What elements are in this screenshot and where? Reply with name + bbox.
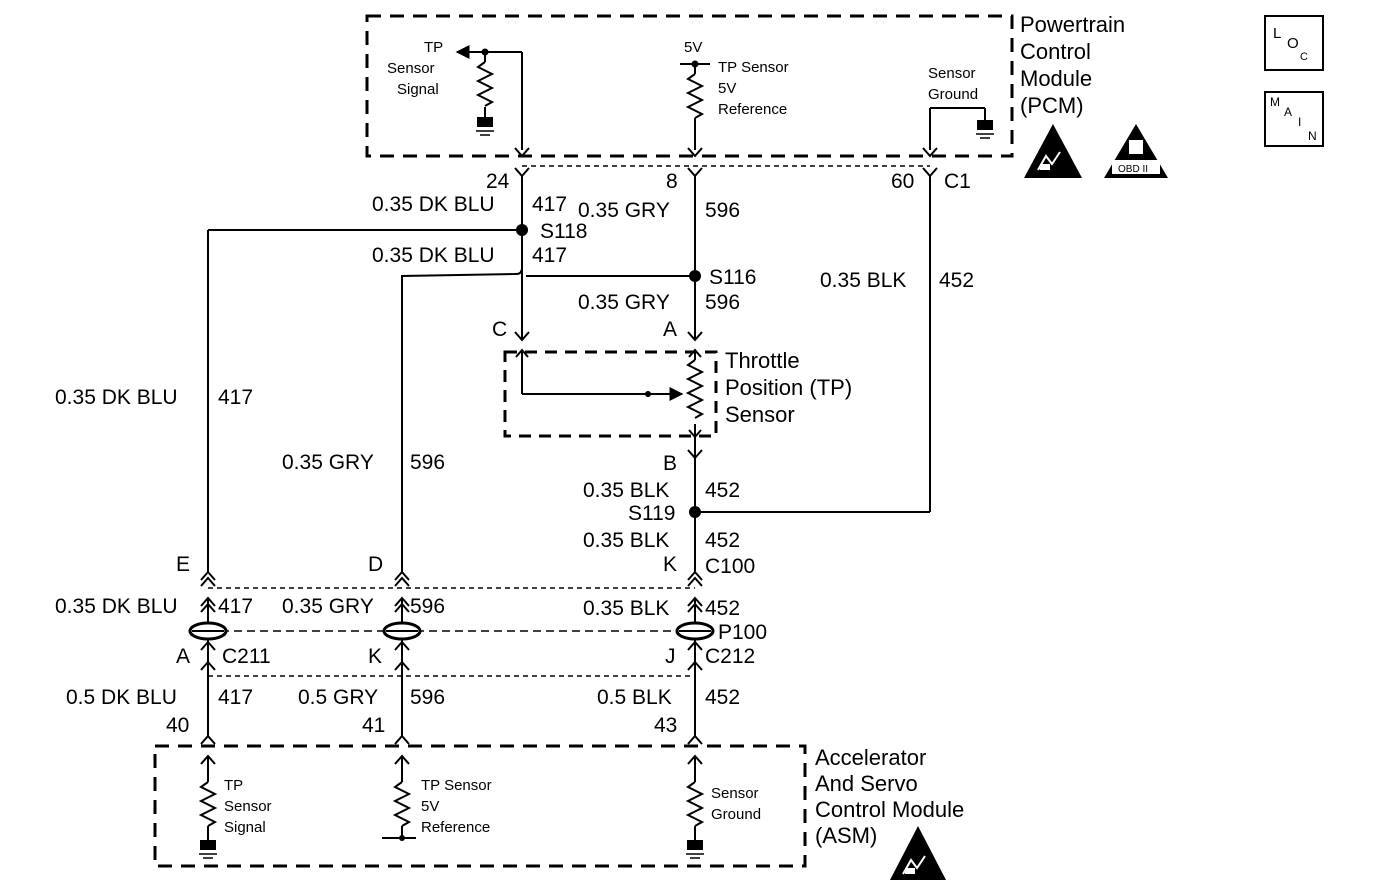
c1-connector <box>514 147 938 178</box>
wire-circuit: 596 <box>410 595 445 618</box>
wire-label: 0.35 GRY <box>578 199 670 222</box>
wire-circuit: 452 <box>705 529 740 552</box>
wire-circuit: 452 <box>705 686 740 709</box>
wire-circuit: 417 <box>532 244 567 267</box>
pcm-module <box>365 14 1014 158</box>
splice-s118-label: S118 <box>540 220 588 243</box>
tp-pin-b: B <box>663 452 677 475</box>
wire-label: 0.5 GRY <box>298 686 378 709</box>
wire-label: 0.35 DK BLU <box>372 193 495 216</box>
loc-icon: L O C <box>1264 15 1324 71</box>
c1-pin-24: 24 <box>486 170 510 193</box>
wire-circuit: 417 <box>218 595 253 618</box>
c1-pin-8: 8 <box>666 170 678 193</box>
c100-pin-k: K <box>663 553 677 576</box>
pcm-sensor-ground-label: Sensor Ground <box>928 65 980 103</box>
wire-label: 0.35 DK BLU <box>55 386 178 409</box>
tp-pin-a: A <box>663 318 677 341</box>
asm-tp-5v-reference-label: TP Sensor 5V Reference <box>421 777 496 836</box>
wire-label: 0.35 GRY <box>578 291 670 314</box>
svg-text:C: C <box>1300 51 1308 63</box>
pcm-tp-5v-reference-label: TP Sensor 5V Reference <box>718 59 793 118</box>
wire-label: 0.35 GRY <box>282 451 374 474</box>
svg-text:N: N <box>1308 129 1317 143</box>
wire-circuit: 596 <box>705 291 740 314</box>
c211-pin-a: A <box>176 645 190 668</box>
splice-s119 <box>689 506 701 518</box>
wire-label: 0.35 GRY <box>282 595 374 618</box>
c100-connector <box>200 570 703 613</box>
svg-text:O: O <box>1287 35 1299 52</box>
asm-tp-sensor-signal-label: TP Sensor Signal <box>224 777 276 836</box>
wire-circuit: 596 <box>410 686 445 709</box>
tp-pin-c: C <box>492 318 507 341</box>
wire-label: 0.35 BLK <box>583 597 669 620</box>
wire-circuit: 417 <box>218 686 253 709</box>
wire-circuit: 452 <box>705 597 740 620</box>
svg-text:L: L <box>1273 25 1281 42</box>
c1-connector-label: C1 <box>944 170 971 193</box>
wire-circuit: 452 <box>939 269 974 292</box>
splice-s119-label: S119 <box>628 502 676 525</box>
svg-text:I: I <box>1298 115 1301 129</box>
wire-label: 0.35 BLK <box>820 269 906 292</box>
pcm-tp-sensor-signal-label: TP Sensor Signal <box>387 39 447 98</box>
asm-pin-43: 43 <box>654 714 677 737</box>
c212-pin-k: K <box>368 645 382 668</box>
wire-circuit: 596 <box>410 451 445 474</box>
wire-label: 0.5 BLK <box>597 686 672 709</box>
wire-596 <box>401 176 696 736</box>
asm-name: Accelerator And Servo Control Module (AS… <box>815 745 970 848</box>
splice-s116 <box>689 270 701 282</box>
svg-text:M: M <box>1270 95 1280 109</box>
p100-label: P100 <box>718 621 767 644</box>
tp-sensor <box>503 331 718 468</box>
c211-c212-connectors <box>200 640 703 677</box>
wire-label: 0.5 DK BLU <box>66 686 177 709</box>
wire-circuit: 417 <box>218 386 253 409</box>
svg-text:A: A <box>1284 105 1292 119</box>
c212-label: C212 <box>705 645 755 668</box>
esd-warning-icon <box>890 826 946 880</box>
wire-label: 0.35 DK BLU <box>372 244 495 267</box>
c100-pin-e: E <box>176 553 190 576</box>
splice-s118 <box>516 224 528 236</box>
pcm-name: Powertrain Control Module (PCM) <box>1020 12 1131 118</box>
wire-label: 0.35 BLK <box>583 479 669 502</box>
wire-circuit: 417 <box>532 193 567 216</box>
asm-module <box>153 734 807 868</box>
c212-pin-j: J <box>665 645 676 668</box>
obd-ii-icon: OBD II <box>1104 124 1168 178</box>
asm-pin-40: 40 <box>166 714 189 737</box>
c100-pin-d: D <box>368 553 383 576</box>
asm-sensor-ground-label: Sensor Ground <box>711 785 763 823</box>
svg-text:OBD II: OBD II <box>1118 164 1148 175</box>
wire-circuit: 596 <box>705 199 740 222</box>
wire-circuit: 452 <box>705 479 740 502</box>
wire-452 <box>694 176 931 736</box>
c100-label: C100 <box>705 555 755 578</box>
splice-s116-label: S116 <box>709 266 757 289</box>
main-icon: M A I N <box>1264 91 1324 147</box>
esd-warning-icon <box>1024 124 1082 178</box>
wire-label: 0.35 BLK <box>583 529 669 552</box>
tp-sensor-name: Throttle Position (TP) Sensor <box>725 348 858 427</box>
c1-pin-60: 60 <box>891 170 914 193</box>
wire-label: 0.35 DK BLU <box>55 595 178 618</box>
pcm-5v-label: 5V <box>684 39 702 56</box>
wire-417 <box>207 176 523 736</box>
c211-label: C211 <box>222 645 271 668</box>
asm-pin-41: 41 <box>362 714 385 737</box>
p100-passthrough <box>188 621 715 641</box>
